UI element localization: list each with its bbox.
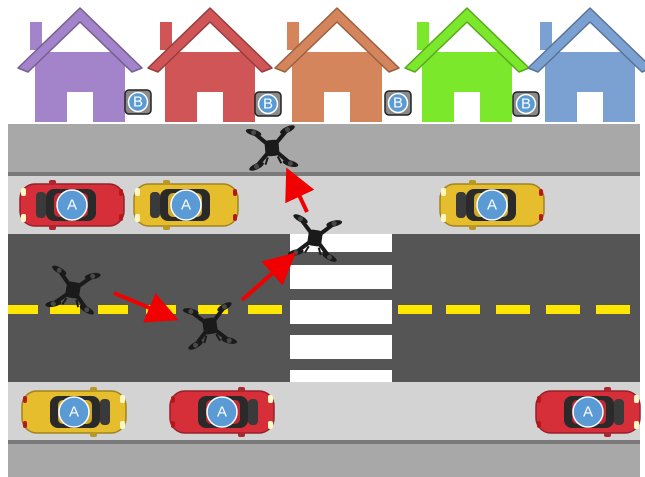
lower-sidewalk <box>8 444 640 477</box>
house-green <box>404 7 530 122</box>
lane-markings <box>8 305 630 314</box>
car-label: A <box>217 404 227 421</box>
house-purple <box>17 7 143 122</box>
door <box>197 92 223 122</box>
roof <box>274 7 400 73</box>
path-arrow <box>113 291 179 323</box>
car-label: A <box>487 197 497 214</box>
box-label: B <box>133 94 143 111</box>
house-red <box>147 7 273 122</box>
parked-car: A <box>133 180 239 230</box>
delivery-box: B <box>384 90 412 116</box>
car-label: A <box>67 197 77 214</box>
roof <box>147 7 273 73</box>
box-label: B <box>263 96 273 113</box>
car-badge: A <box>170 189 202 221</box>
upper-curb <box>8 172 640 176</box>
parked-car: A <box>535 387 641 437</box>
cars: A A A A A A <box>19 180 641 437</box>
box-badge <box>387 92 409 114</box>
chimney <box>160 22 172 50</box>
car-label: A <box>181 197 191 214</box>
roof <box>17 7 143 73</box>
car-badge: A <box>476 189 508 221</box>
chimney <box>417 22 429 50</box>
car-badge: A <box>206 396 238 428</box>
chimney <box>287 22 299 50</box>
car-label: A <box>583 404 593 421</box>
box-badge <box>515 93 537 115</box>
parked-car: A <box>439 180 545 230</box>
drone-icon <box>45 265 101 315</box>
path-arrow <box>240 252 297 302</box>
drone-icon <box>182 302 238 350</box>
delivery-box: B <box>254 91 282 117</box>
box-badge <box>127 91 149 113</box>
car-badge: A <box>572 396 604 428</box>
door <box>324 92 350 122</box>
path-arrow <box>285 167 315 213</box>
door <box>454 92 480 122</box>
drone-path <box>113 167 315 323</box>
door <box>577 92 603 122</box>
upper-sidewalk <box>8 124 640 174</box>
car-badge: A <box>56 189 88 221</box>
house-blue <box>527 7 645 122</box>
box-label: B <box>521 96 531 113</box>
door <box>67 92 93 122</box>
roof <box>527 7 645 73</box>
chimney <box>540 22 552 50</box>
parked-car: A <box>169 387 275 437</box>
box-badge <box>257 93 279 115</box>
drones <box>45 125 343 350</box>
house-brown <box>274 7 400 122</box>
lower-curb <box>8 440 640 444</box>
parked-car: A <box>19 180 125 230</box>
box-label: B <box>393 95 403 112</box>
delivery-box: B <box>124 89 152 115</box>
houses <box>17 7 645 122</box>
chimney <box>30 22 42 50</box>
drone-icon <box>245 125 299 171</box>
car-badge: A <box>58 396 90 428</box>
parked-car: A <box>21 387 127 437</box>
car-label: A <box>69 404 79 421</box>
delivery-box: B <box>512 91 540 117</box>
